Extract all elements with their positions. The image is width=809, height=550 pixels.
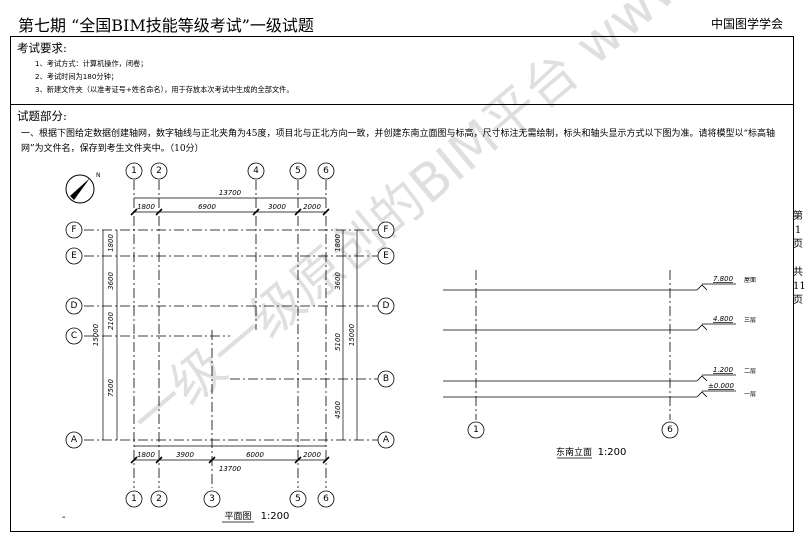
requirements-section: 考试要求: 1、考试方式：计算机操作，闭卷； 2、考试时间为180分钟； 3、新… (11, 37, 793, 105)
dim-top: 6900 (198, 203, 216, 211)
elev-axis-label: 6 (667, 425, 673, 435)
elev-axis-label: 1 (473, 425, 479, 435)
level-name: 二层 (744, 368, 756, 375)
page-title: 第七期 “全国BIM技能等级考试”一级试题 (18, 16, 314, 35)
watermark: 一级一级原创的BIM平台 www.an-bi.com (120, 0, 809, 450)
level-names: 屋面 三层 二层 一层 (744, 277, 756, 398)
elevation-caption: 东南立面 (556, 446, 592, 458)
dim-right: 3600 (334, 272, 342, 290)
elevation-lines (443, 270, 697, 420)
level-value: 1.200 (713, 366, 734, 374)
north-arrow-icon: N (65, 172, 101, 204)
level-markers (696, 283, 736, 398)
dim-bottom: 3900 (176, 451, 194, 459)
requirement-item: 3、新建文件夹（以准考证号+姓名命名），用于存放本次考试中生成的全部文件。 (35, 85, 294, 94)
axis-label-right: B (383, 374, 389, 384)
dim-top: 2000 (303, 203, 321, 211)
question-1-text: 一、根据下图给定数据创建轴网，数字轴线与正北夹角为45度，项目北与正北方向一致，… (21, 129, 776, 154)
level-values: 7.800 4.800 1.200 ±0.000 (708, 275, 734, 390)
dim-left-total: 15000 (92, 323, 100, 346)
requirements-heading: 考试要求: (17, 41, 67, 55)
dim-left: 7500 (107, 379, 115, 397)
axis-label-top: 5 (295, 166, 301, 176)
dim-top: 3000 (268, 203, 286, 211)
axis-label-right: D (383, 301, 390, 311)
axis-labels: 1 2 4 5 6 1 2 3 5 6 F E D C A F E D B A (71, 166, 390, 504)
elevation-axis-bubbles (467, 421, 679, 439)
dim-left: 2100 (107, 312, 115, 330)
plan-scale: 1:200 (261, 511, 290, 522)
axis-label-top: 4 (253, 166, 259, 176)
axis-label-right: F (383, 225, 388, 235)
elevation-scale: 1:200 (598, 447, 627, 458)
axis-label-bottom: 3 (209, 494, 215, 504)
axis-label-left: E (71, 251, 77, 261)
page-char: 第 (793, 211, 803, 222)
level-name: 一层 (744, 391, 756, 398)
axis-label-right: A (383, 435, 390, 445)
plan-dimensions (102, 197, 358, 464)
page-char: 页 (793, 239, 803, 250)
dim-right: 4500 (334, 401, 342, 419)
axis-label-bottom: 6 (323, 494, 329, 504)
level-value: 7.800 (713, 275, 734, 283)
dim-bottom: 2000 (303, 451, 321, 459)
page-number: 1 (794, 225, 802, 236)
page-char: 共 (793, 267, 803, 278)
axis-label-top: 2 (156, 166, 162, 176)
axis-label-left: D (71, 301, 78, 311)
level-name: 屋面 (744, 277, 756, 284)
total-pages: 11 (793, 281, 806, 292)
dim-right-total: 15000 (348, 323, 356, 346)
requirement-item: 1、考试方式：计算机操作，闭卷； (35, 59, 148, 68)
exam-frame: 考试要求: 1、考试方式：计算机操作，闭卷； 2、考试时间为180分钟； 3、新… (10, 36, 794, 532)
dim-bottom: 1800 (137, 451, 155, 459)
level-name: 三层 (744, 317, 756, 324)
axis-bubbles (65, 162, 395, 508)
page-indicator: 第 1 页 共 11 页 (793, 210, 806, 308)
elevation-axis-labels: 1 6 (473, 425, 673, 435)
dim-bottom-total: 13700 (219, 465, 242, 473)
axis-label-right: E (383, 251, 389, 261)
requirement-item: 2、考试时间为180分钟； (35, 72, 118, 81)
axis-label-left: A (71, 435, 78, 445)
axis-label-bottom: 1 (131, 494, 137, 504)
north-label: N (96, 172, 101, 179)
axis-label-top: 6 (323, 166, 329, 176)
watermark-text: 一级一级原创的BIM平台 www.an-bi.com (120, 0, 809, 450)
dim-left: 3600 (107, 272, 115, 290)
dim-right: 1800 (334, 234, 342, 252)
page-char: 页 (793, 295, 803, 306)
organization-name: 中国图学学会 (710, 17, 783, 31)
axis-label-left: F (71, 225, 76, 235)
dim-top: 1800 (137, 203, 155, 211)
dim-right: 5100 (334, 333, 342, 351)
dim-left: 1800 (107, 234, 115, 252)
plan-dim-labels: 13700 1800 6900 3000 2000 1800 3900 6000… (92, 189, 356, 473)
axis-label-left: C (71, 331, 77, 341)
axis-label-top: 1 (131, 166, 137, 176)
stray-marker: - (62, 512, 66, 523)
axis-label-bottom: 5 (295, 494, 301, 504)
dim-bottom: 6000 (246, 451, 264, 459)
questions-heading: 试题部分: (17, 109, 67, 123)
level-value: ±0.000 (708, 382, 734, 390)
level-value: 4.800 (713, 315, 734, 323)
dim-top-total: 13700 (219, 189, 242, 197)
plan-grid (84, 180, 378, 488)
plan-caption: 平面图 (224, 511, 251, 522)
axis-label-bottom: 2 (156, 494, 162, 504)
